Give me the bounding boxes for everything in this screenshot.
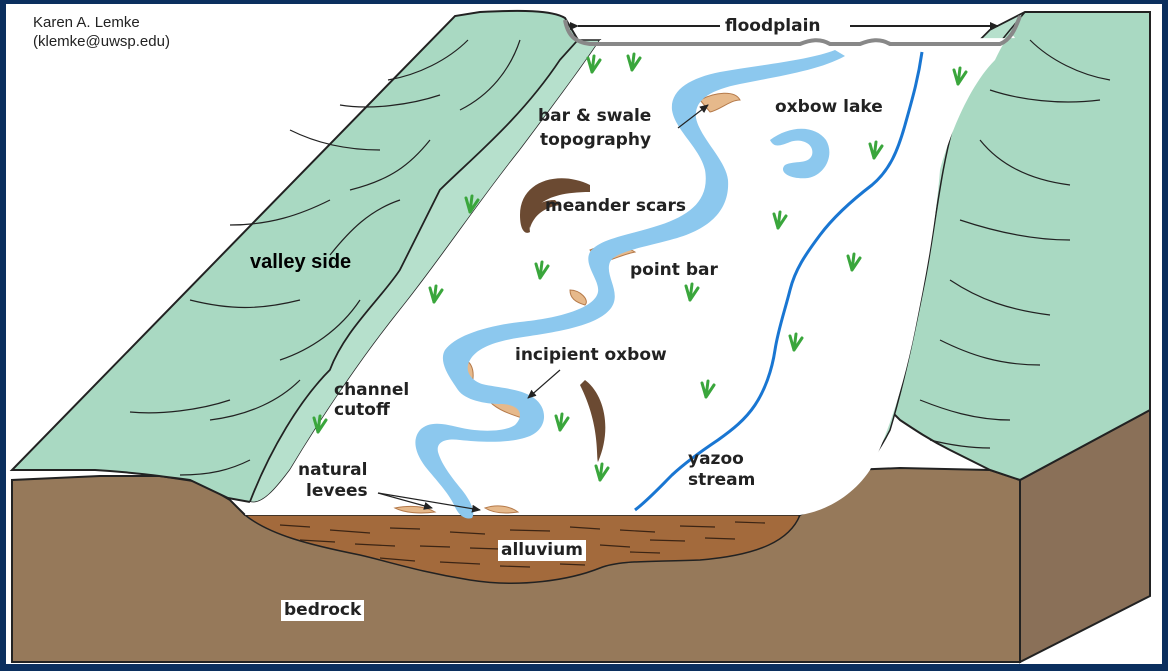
label-yazoo: yazoo	[688, 449, 744, 470]
credit-email: (klemke@uwsp.edu)	[33, 32, 170, 51]
credit-author: Karen A. Lemke	[33, 13, 170, 32]
label-cutoff: cutoff	[334, 400, 390, 421]
label-alluvium: alluvium	[498, 540, 586, 561]
label-oxbow-lake: oxbow lake	[775, 97, 883, 118]
label-channel: channel	[334, 380, 409, 401]
label-topography: topography	[540, 130, 651, 151]
label-natural: natural	[298, 460, 368, 481]
label-meander-scars: meander scars	[545, 196, 686, 217]
label-incipient-oxbow: incipient oxbow	[515, 345, 667, 366]
label-floodplain: floodplain	[722, 16, 824, 37]
credit-block: Karen A. Lemke (klemke@uwsp.edu)	[33, 13, 170, 51]
label-levees: levees	[306, 481, 368, 502]
label-point-bar: point bar	[630, 260, 718, 281]
label-stream: stream	[688, 470, 755, 491]
label-bar-swale: bar & swale	[538, 106, 651, 127]
label-bedrock: bedrock	[281, 600, 364, 621]
label-valley-side: valley side	[250, 252, 351, 273]
